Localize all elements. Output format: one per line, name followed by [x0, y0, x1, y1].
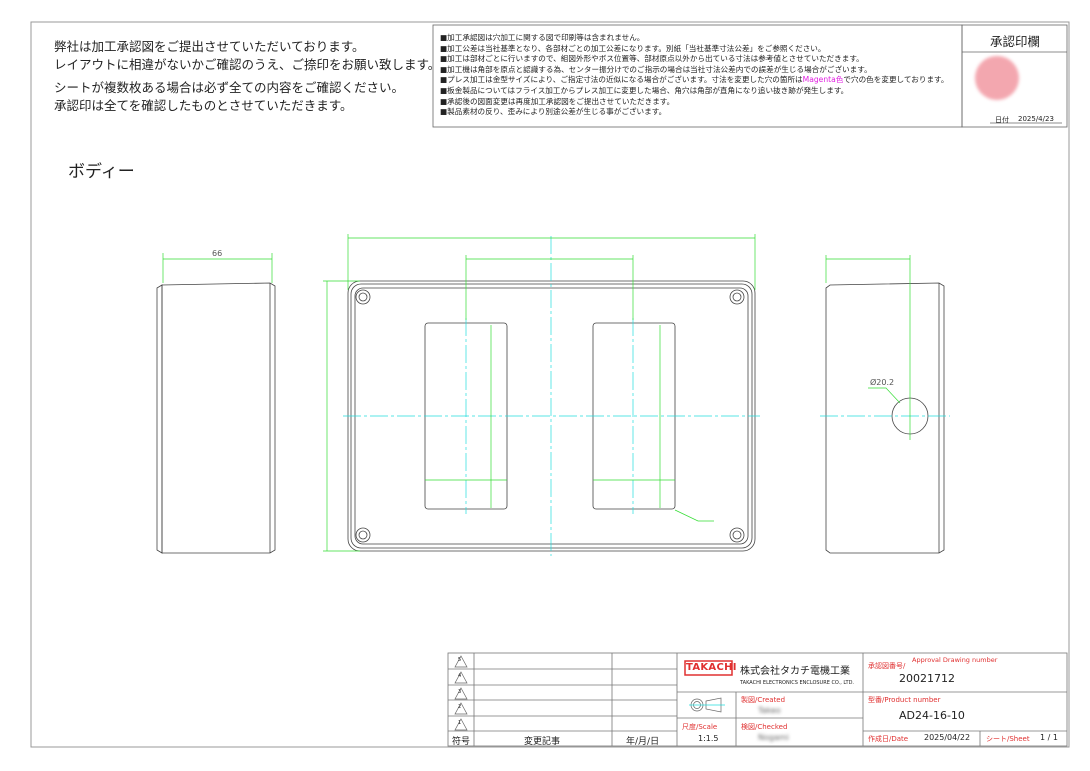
created-by: Takeo	[758, 706, 781, 715]
product-label: 型番/Product number	[868, 696, 941, 704]
product-number: AD24-16-10	[899, 709, 965, 722]
company-en: TAKACHI ELECTRONICS ENCLOSURE CO., LTD.	[740, 680, 855, 686]
note-highlight: Magenta色	[802, 75, 844, 85]
approval-title: 承認印欄	[990, 34, 1041, 49]
left-side-view	[156, 282, 276, 554]
note-item: ■加工は部材ごとに行いますので、組図外形やボス位置等、部材原点以外から出ている寸…	[440, 54, 864, 64]
note-item: ■承認後の図面変更は再度加工承認図をご提出させていただきます。	[440, 96, 675, 106]
note-item: ■プレス加工は金型サイズにより、ご指定寸法の近似になる場合がございます。寸法を変…	[440, 75, 949, 86]
approval-date-label: 日付	[995, 116, 1009, 124]
notes-list: ■加工承認図は穴加工に関する図で印刷等は含まれません。 ■加工公差は当社基準とな…	[440, 33, 949, 118]
revision-symbol: 2	[458, 704, 462, 710]
date-label: 作成日/Date	[868, 735, 909, 743]
scale-label: 尺度/Scale	[682, 723, 718, 731]
created-label: 製図/Created	[741, 696, 786, 704]
drawing-no-label: 承認図番号/	[868, 662, 906, 670]
header-symbol: 符号	[452, 737, 471, 747]
scale-value: 1:1.5	[698, 734, 719, 743]
header-date: 年/月/日	[626, 737, 660, 747]
note-text: で穴の色を変更しております。	[843, 75, 949, 85]
intro-line: 承認印は全てを確認したものとさせていただきます。	[54, 98, 353, 113]
revision-symbol: 1	[458, 720, 462, 726]
note-item: ■加工公差は当社基準となり、各部材ごとの加工公差になります。別紙「当社基準寸法公…	[440, 43, 826, 53]
note-item: ■製品素材の反り、歪みにより別途公差が生じる事がございます。	[440, 107, 667, 117]
note-item: ■加工機は角部を原点と認識する為、センター振分けでのご指示の場合は当社寸法公差内…	[440, 64, 872, 74]
sheet-label: シート/Sheet	[986, 735, 1030, 743]
approval-stamp	[975, 56, 1019, 100]
drawing-no-label-en: Approval Drawing number	[912, 656, 998, 664]
title-block	[447, 652, 1068, 747]
projection-symbol-icon	[689, 697, 725, 713]
sheet-frame	[30, 21, 1070, 748]
sheet-value: 1 / 1	[1040, 733, 1058, 742]
takachi-logo	[684, 660, 733, 676]
revision-triangle-icons	[454, 655, 468, 731]
approval-box	[961, 24, 1068, 128]
header-change: 変更記事	[524, 737, 561, 747]
logo-text: TAKACHI	[686, 662, 737, 673]
revision-symbol: 5	[458, 657, 462, 663]
dim-side-depth: 66	[212, 249, 223, 258]
intro-line: レイアウトに相違がないかご確認のうえ、ご捺印をお願い致します。	[54, 57, 441, 72]
intro-line: シートが複数枚ある場合は必ず全ての内容をご確認ください。	[54, 80, 405, 95]
revision-symbol: 3	[458, 689, 462, 695]
checked-by: Nogami	[758, 733, 789, 742]
drawing-number: 20021712	[899, 672, 955, 685]
note-item: ■加工承認図は穴加工に関する図で印刷等は含まれません。	[440, 33, 645, 42]
right-side-view	[825, 282, 945, 554]
date-value: 2025/04/22	[924, 733, 971, 742]
note-item: ■板金製品についてはフライス加工からプレス加工に変更した場合、角穴は角部が直角に…	[440, 85, 849, 95]
dim-hole-diameter: Ø20.2	[870, 378, 895, 387]
revision-symbol: 4	[458, 673, 462, 679]
note-text: ■プレス加工は金型サイズにより、ご指定寸法の近似になる場合がございます。寸法を変…	[440, 75, 803, 85]
company-jp: 株式会社タカチ電機工業	[740, 666, 850, 677]
intro-line: 弊社は加工承認図をご提出させていただいております。	[54, 39, 365, 54]
checked-label: 検図/Checked	[741, 723, 788, 731]
approval-date: 2025/4/23	[1018, 115, 1054, 123]
section-title: ボディー	[68, 162, 135, 182]
